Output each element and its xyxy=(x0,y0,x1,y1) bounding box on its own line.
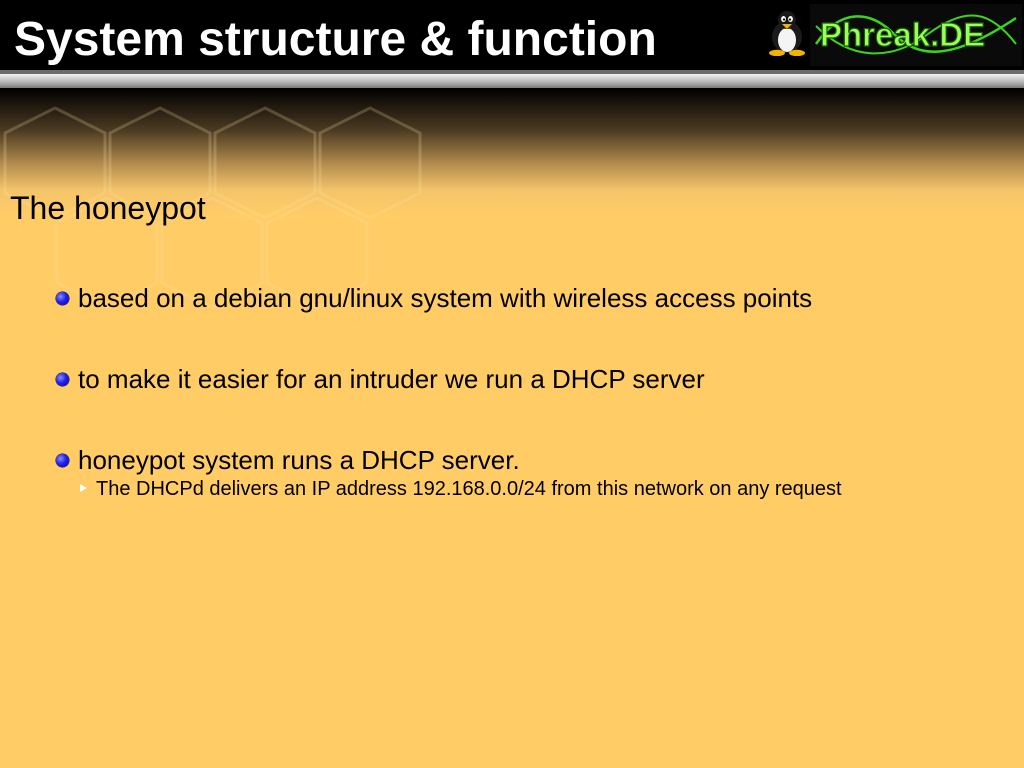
slide-title: System structure & function xyxy=(14,13,657,66)
slide-subtitle: The honeypot xyxy=(10,190,206,226)
white-arrow-bullet-icon xyxy=(80,484,87,492)
blue-dot-bullet-icon xyxy=(56,292,69,305)
bullet-text: based on a debian gnu/linux system with … xyxy=(78,283,813,313)
phreak-logo: Phreak.DE xyxy=(810,4,1022,66)
bullet-text: to make it easier for an intruder we run… xyxy=(78,364,705,394)
bullet-text: honeypot system runs a DHCP server. xyxy=(78,445,520,475)
blue-dot-bullet-icon xyxy=(56,373,69,386)
tux-penguin-icon xyxy=(769,11,805,56)
blue-dot-bullet-icon xyxy=(56,454,69,467)
logo-text: Phreak.DE xyxy=(820,16,985,53)
header-divider xyxy=(0,70,1024,74)
hexagon-background-pattern xyxy=(3,106,422,310)
sub-bullet-text: The DHCPd delivers an IP address 192.168… xyxy=(96,478,842,500)
header-silver-bar xyxy=(0,74,1024,88)
